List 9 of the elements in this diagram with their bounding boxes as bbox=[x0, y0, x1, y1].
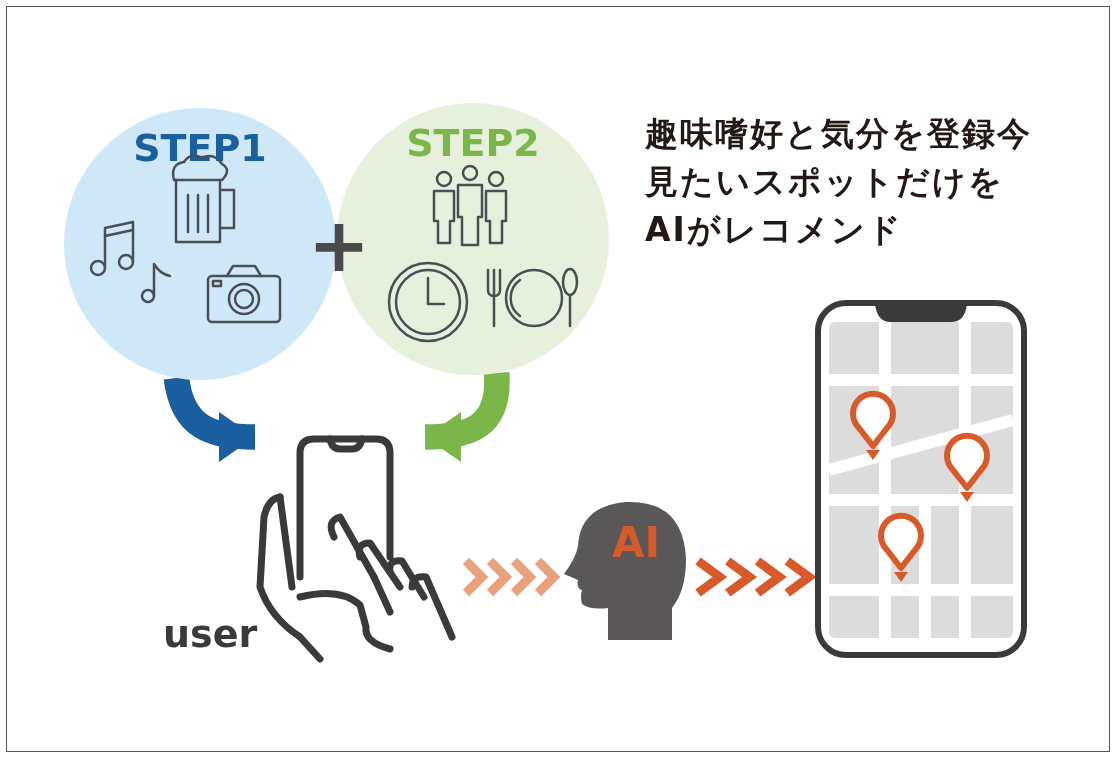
description-text: 趣味嗜好と気分を登録今見たいスポットだけをAIがレコメンド bbox=[645, 113, 1033, 251]
chevron-arrow bbox=[693, 556, 817, 598]
step-heading: STEP1 bbox=[132, 126, 268, 170]
chevron-arrow bbox=[461, 556, 561, 598]
user-label: user bbox=[163, 612, 258, 656]
ai-label: AI bbox=[610, 518, 662, 567]
step-heading: STEP2 bbox=[405, 121, 541, 165]
curved-arrow bbox=[163, 375, 256, 462]
plus-sign: + bbox=[307, 208, 373, 282]
